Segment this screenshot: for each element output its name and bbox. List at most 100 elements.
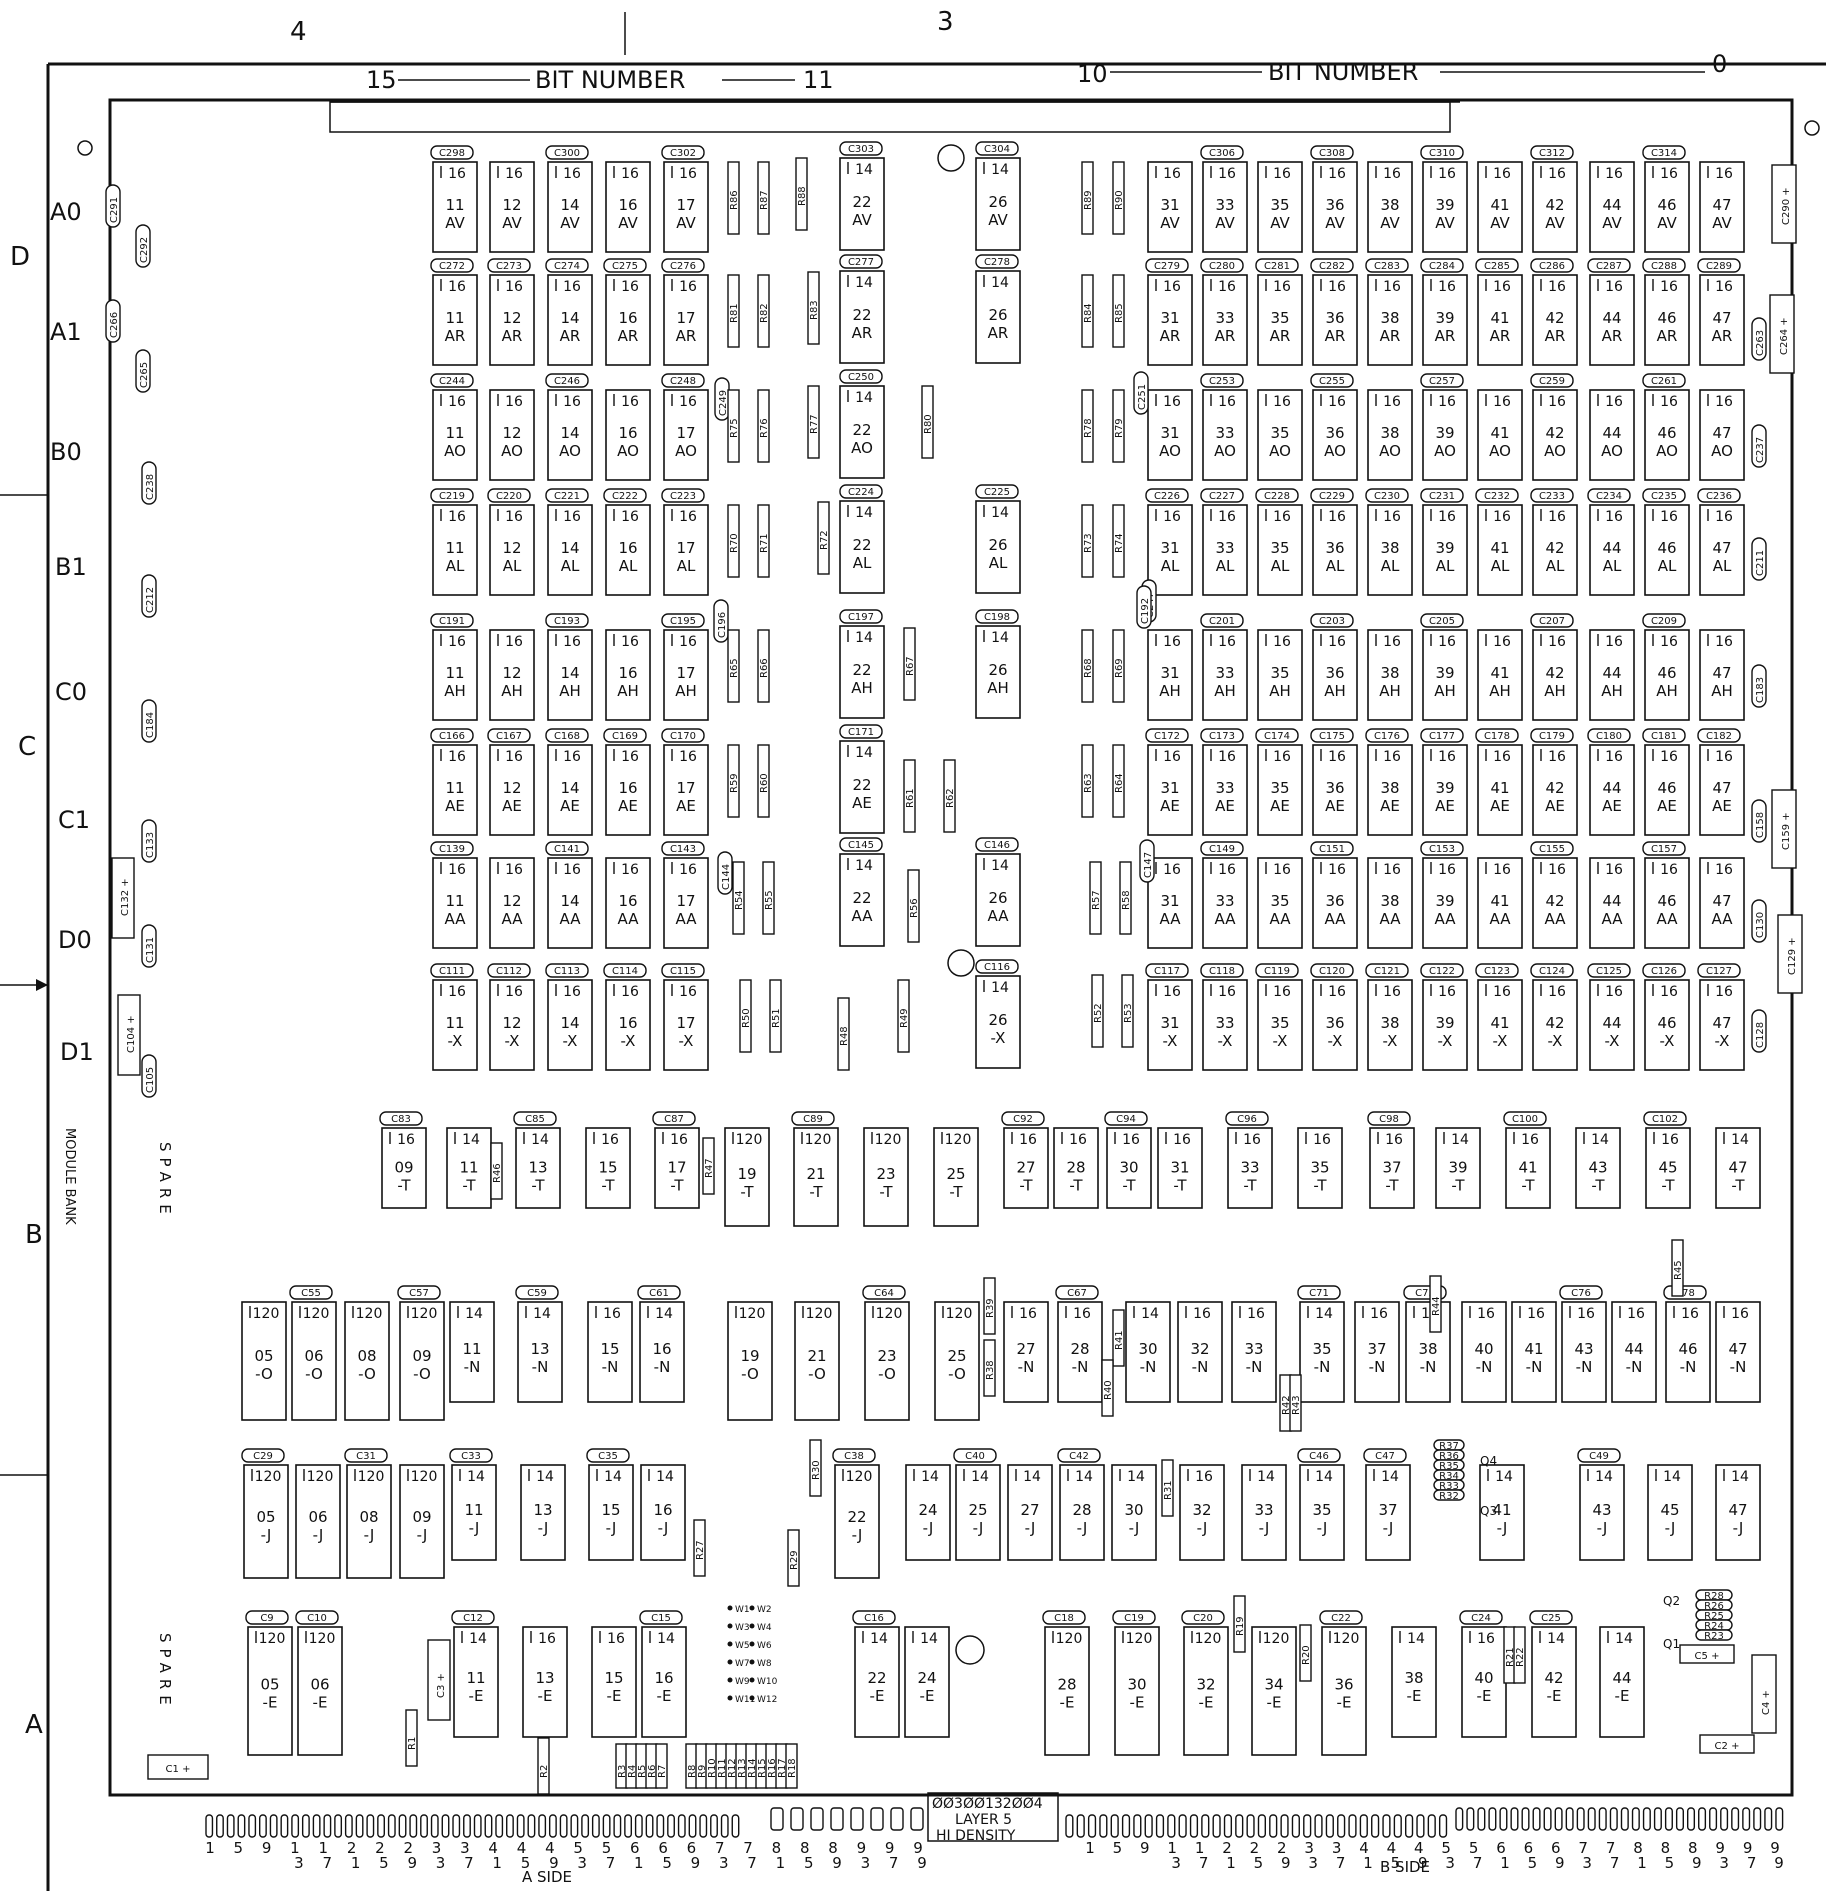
chip-pin-count: 120: [739, 1306, 766, 1322]
cap-label: C225: [984, 487, 1010, 498]
chip-location: 15: [598, 1158, 617, 1176]
resistor: R82: [757, 274, 770, 348]
pin-number-text: 4: [488, 1839, 498, 1857]
cap-label: C67: [1067, 1288, 1087, 1299]
capacitor: C20: [1181, 1610, 1225, 1625]
row-label: D1: [60, 1038, 94, 1066]
chip-row-code: AH: [617, 682, 639, 700]
resistor-label: R38: [985, 1360, 996, 1380]
chip-row-code: AH: [1324, 682, 1346, 700]
capacitor: C246: [545, 373, 589, 388]
edge-finger: [870, 1807, 884, 1831]
chip-row-code: -N: [1192, 1358, 1209, 1376]
cap-label: C173: [1209, 731, 1235, 742]
capacitor: C230: [1365, 488, 1409, 503]
chip-location: 35: [1270, 196, 1289, 214]
chip-row-code: AR: [1325, 327, 1346, 345]
chip-pin-count: 16: [1715, 634, 1733, 650]
transistor-label: Q2: [1663, 1594, 1680, 1608]
chip-row-code: -X: [679, 1032, 694, 1050]
pin-number: 5: [234, 1839, 244, 1857]
capacitor: C139: [430, 841, 474, 856]
chip-location: 24: [917, 1669, 936, 1687]
arrow-icon: [36, 979, 48, 991]
edge-finger: [1455, 1807, 1464, 1831]
chip-pin-count: 14: [655, 1306, 673, 1322]
capacitor: C40: [953, 1448, 997, 1463]
pin-number-text: 8: [828, 1839, 838, 1857]
chip-row-code: -E: [657, 1687, 672, 1705]
capacitor: C265: [135, 349, 151, 393]
cap-body: [1200, 841, 1244, 856]
resistor-body: [983, 1277, 996, 1335]
chip-pin-count: 14: [1591, 1132, 1609, 1148]
chip-location: 35: [1270, 539, 1289, 557]
edge-finger: [581, 1814, 590, 1838]
chip-row-code: AA: [676, 910, 698, 928]
cap-label: C308: [1319, 148, 1345, 159]
chip-pin-count: 16: [679, 166, 697, 182]
cap-label: C9: [260, 1613, 273, 1624]
chip-row-code: -E: [1337, 1694, 1352, 1712]
chip-location: 31: [1160, 1014, 1179, 1032]
cap-body: [1255, 728, 1299, 743]
pin-number: 25: [1250, 1839, 1264, 1872]
resistor-label: R87: [759, 190, 770, 210]
capacitor: C102: [1643, 1111, 1687, 1126]
chip-body: [1611, 1301, 1657, 1403]
chip-location: 33: [1215, 664, 1234, 682]
chip-pin-count: 16: [448, 394, 466, 410]
resistor-body: [769, 979, 782, 1053]
cap-label: C263: [1755, 330, 1766, 356]
chip-row-code: AE: [560, 797, 580, 815]
pin-number: 37: [460, 1839, 474, 1872]
cap-body: [1420, 613, 1464, 628]
jumper: W11: [727, 1695, 755, 1705]
cap-body: [1363, 1448, 1407, 1463]
chip-pin-count: 16: [448, 634, 466, 650]
chip-pin-count: 14: [1257, 1469, 1275, 1485]
cap-label: C219: [439, 491, 465, 502]
cap-label: C33: [461, 1451, 481, 1462]
chip-row-code: AL: [1381, 557, 1400, 575]
resistor-label: R10: [707, 1758, 718, 1778]
edge-finger: [1348, 1814, 1357, 1838]
cap-label: C29: [253, 1451, 273, 1462]
resistor-label: R62: [945, 788, 956, 808]
resistor-label: R22: [1515, 1647, 1526, 1667]
chip-row-code: AH: [1379, 682, 1401, 700]
pin-number: 41: [1359, 1839, 1373, 1872]
chip-pin-count: 120: [1195, 1631, 1222, 1647]
chip-row-code: AR: [618, 327, 639, 345]
chip-body: [1665, 1301, 1711, 1403]
edge-finger: [1280, 1814, 1289, 1838]
chip-body: [453, 1626, 499, 1738]
cap-label: C222: [612, 491, 638, 502]
chip-row-code: -X: [1328, 1032, 1343, 1050]
cap-label: C172: [1154, 731, 1180, 742]
edge-finger: [1371, 1814, 1380, 1838]
chip-location: 30: [1138, 1340, 1157, 1358]
cap-body: [1769, 294, 1795, 374]
row-label: B0: [50, 438, 82, 466]
resistor-label: R54: [734, 890, 745, 910]
resistor: R71: [757, 504, 770, 578]
jumper: W7: [727, 1659, 750, 1669]
cap-body: [1642, 373, 1686, 388]
